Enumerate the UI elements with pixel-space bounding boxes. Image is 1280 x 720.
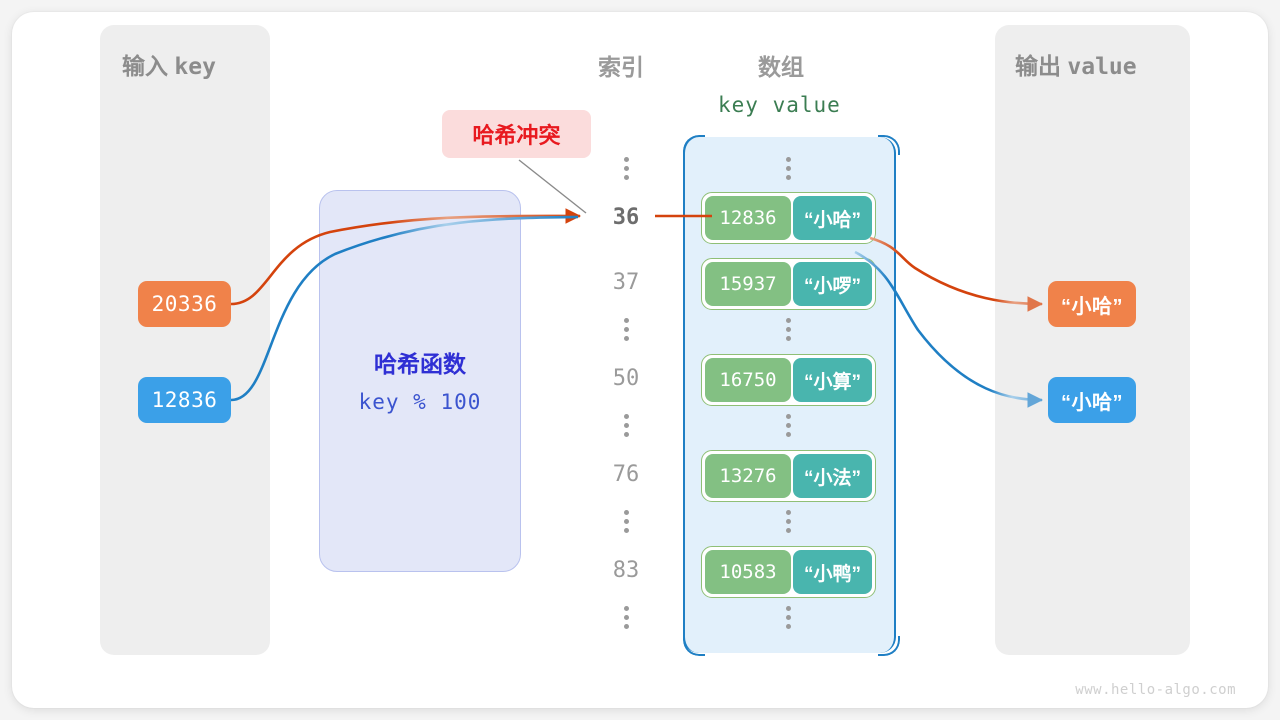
bucket-key-3: 13276 [705,454,791,498]
hash-function-title: 哈希函数 [374,351,466,377]
input-panel-title: 输入 key [122,47,216,81]
hash-collision-label: 哈希冲突 [442,110,591,158]
bucket-row-3: 13276 “小法” [701,450,876,502]
array-column-header: 数组 [758,54,804,80]
site-watermark: www.hello-algo.com [1075,682,1236,698]
hash-function-formula: key % 100 [358,390,482,414]
array-ellipsis-1 [785,318,791,341]
bucket-key-2: 16750 [705,358,791,402]
bucket-value-2: “小算” [793,358,872,402]
index-ellipsis-4 [623,606,629,629]
bucket-value-0: “小哈” [793,196,872,240]
array-ellipsis-2 [785,414,791,437]
bucket-row-0: 12836 “小哈” [701,192,876,244]
bucket-value-3: “小法” [793,454,872,498]
input-key-chip-0: 20336 [138,281,231,327]
index-column-header: 索引 [598,54,644,80]
bucket-key-4: 10583 [705,550,791,594]
key-value-header: key value [718,93,841,117]
input-key-chip-1: 12836 [138,377,231,423]
output-value-chip-1: “小哈” [1048,377,1136,423]
index-label-36: 36 [612,205,640,230]
array-ellipsis-3 [785,510,791,533]
bucket-row-1: 15937 “小啰” [701,258,876,310]
index-ellipsis-1 [623,318,629,341]
output-panel-title: 输出 value [1015,47,1137,81]
output-panel-title-mono: value [1067,54,1137,80]
index-ellipsis-3 [623,510,629,533]
hash-function-box [319,190,521,572]
output-panel-title-cn: 输出 [1015,53,1061,79]
bucket-value-1: “小啰” [793,262,872,306]
index-label-50: 50 [612,366,640,391]
index-label-37: 37 [612,270,640,295]
bucket-row-4: 10583 “小鸭” [701,546,876,598]
output-value-panel [995,25,1190,655]
input-panel-title-mono: key [174,54,216,80]
input-key-panel [100,25,270,655]
input-panel-title-cn: 输入 [122,53,168,79]
index-ellipsis-2 [623,414,629,437]
index-ellipsis-0 [623,157,629,180]
output-value-chip-0: “小哈” [1048,281,1136,327]
index-label-76: 76 [612,462,640,487]
array-ellipsis-0 [785,157,791,180]
index-label-83: 83 [612,558,640,583]
array-ellipsis-4 [785,606,791,629]
bucket-key-1: 15937 [705,262,791,306]
bucket-value-4: “小鸭” [793,550,872,594]
bucket-row-2: 16750 “小算” [701,354,876,406]
bucket-key-0: 12836 [705,196,791,240]
